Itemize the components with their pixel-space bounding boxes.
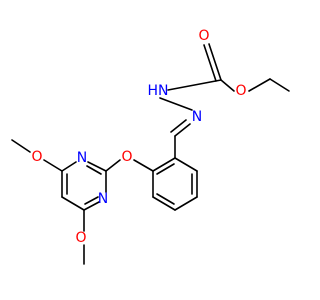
structure-diagram: O O HN N O N N O O	[11, 28, 290, 265]
benzene-bond-6	[152, 157, 176, 172]
ring-o-ether-bond	[133, 159, 154, 172]
bond-layer	[11, 43, 290, 265]
pyrimidine-c6-n-bottom	[83, 201, 100, 211]
atom-label-o-carbonyl: O	[198, 28, 209, 44]
imine-double-inner	[170, 119, 187, 133]
atom-label-n-imine: N	[192, 109, 202, 125]
pyrimidine-c2-n-top-inner	[86, 165, 102, 175]
carbonyl-c-o-double-outer	[208, 43, 222, 81]
atom-label-nh: HN	[148, 83, 169, 99]
ester-o-c-bond	[220, 79, 235, 92]
atom-label-o-methoxy-top: O	[31, 149, 42, 165]
atom-label-o-ester: O	[235, 83, 246, 99]
atom-label-o-ether: O	[121, 149, 132, 165]
n-n-bond	[159, 97, 193, 111]
atom-label-o-methoxy-bottom: O	[75, 230, 86, 246]
atom-label-n-pyrimidine-bottom: N	[98, 191, 108, 207]
benzene-bond-4	[152, 196, 176, 211]
o-methoxy-top-ch3-bond	[11, 139, 31, 153]
atom-label-layer: O O HN N O N N O O	[31, 28, 246, 246]
pyrimidine-c6-n-bottom-inner	[84, 196, 99, 205]
benzene-bond-1	[174, 157, 198, 172]
benzene-inner-6	[156, 163, 175, 175]
pyrimidine-n-top-c4	[61, 161, 77, 172]
ethyl-ch3-bond	[269, 78, 290, 92]
o-ether-pyrimidine-bond	[105, 159, 121, 172]
pyrimidine-c5-c6	[61, 196, 85, 211]
c4-o-methoxy-top-bond	[43, 159, 63, 172]
benzene-inner-4	[156, 193, 175, 205]
carbamate-c-n-bond	[167, 79, 222, 91]
pyrimidine-c2-n-top	[87, 161, 107, 172]
atom-label-n-pyrimidine-top: N	[77, 150, 87, 166]
benzene-bond-3	[174, 196, 198, 211]
imine-double-outer	[174, 123, 191, 137]
carbonyl-c-o-double-inner	[203, 44, 217, 82]
ethyl-ch2-bond	[248, 78, 271, 92]
